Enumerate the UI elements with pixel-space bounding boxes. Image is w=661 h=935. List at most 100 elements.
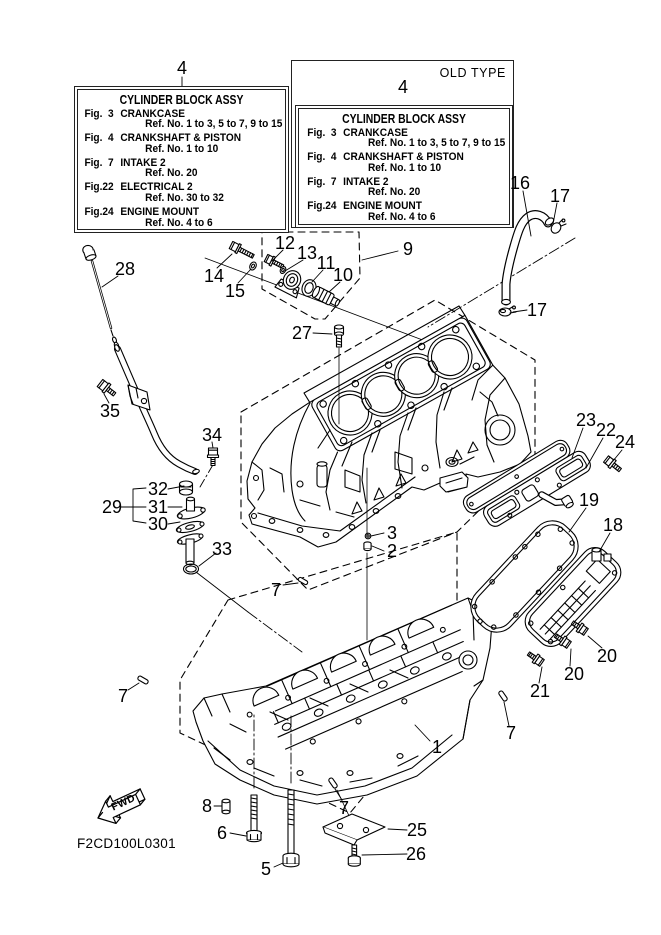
dowel-pin-7b xyxy=(137,675,149,685)
hose-clamp-17-lower xyxy=(498,305,517,317)
gasket-30 xyxy=(175,520,205,534)
bolt-27 xyxy=(333,324,345,425)
callout-35: 35 xyxy=(99,401,121,421)
callout-26: 26 xyxy=(405,844,427,864)
callout-32: 32 xyxy=(147,479,169,499)
bolt-24 xyxy=(602,455,622,473)
fig-name: CRANKCASE xyxy=(120,107,185,120)
fig-number: Fig. 4 xyxy=(84,132,114,145)
grommet-32 xyxy=(178,480,194,496)
bolt-6 xyxy=(245,794,263,843)
callout-24: 24 xyxy=(614,432,636,452)
callout-31: 31 xyxy=(147,497,169,517)
bolt-20a xyxy=(570,620,589,636)
fig-name: INTAKE 2 xyxy=(343,175,389,188)
callout-15: 15 xyxy=(224,281,246,301)
fig-name: CRANKSHAFT & PISTON xyxy=(343,151,464,164)
coupling-10 xyxy=(311,285,341,307)
bolt-14 xyxy=(228,240,255,259)
fig-ref: Ref. No. 1 to 10 xyxy=(368,161,442,174)
breather-gasket-19 xyxy=(470,520,579,633)
callout-22: 22 xyxy=(595,420,617,440)
callout-3: 3 xyxy=(386,523,398,543)
fig-ref: Ref. No. 4 to 6 xyxy=(145,216,213,229)
bolt-20b xyxy=(553,633,572,649)
callout-1: 1 xyxy=(431,737,443,757)
collar-8 xyxy=(221,798,231,815)
bolt-21 xyxy=(526,651,545,667)
dowel-pin-7a xyxy=(297,576,309,586)
pickup-tube xyxy=(176,533,204,566)
dowel-pin-7d xyxy=(328,777,338,789)
callout-10: 10 xyxy=(332,265,354,285)
callout-25: 25 xyxy=(406,820,428,840)
fig-number: Fig.22 xyxy=(84,181,114,194)
center-lines xyxy=(199,237,576,653)
callout-4: 4 xyxy=(176,58,188,78)
callout-7: 7 xyxy=(505,723,517,743)
callout-7: 7 xyxy=(270,580,282,600)
callout-29: 29 xyxy=(101,497,123,517)
callout-27: 27 xyxy=(291,323,313,343)
callout-19: 19 xyxy=(578,490,600,510)
callout-4-old: 4 xyxy=(397,77,409,97)
dashed-boundary-oil-seal-group xyxy=(261,231,361,320)
fig-ref: Ref. No. 20 xyxy=(145,167,198,180)
info-box-title: CYLINDER BLOCK ASSY xyxy=(342,111,466,126)
fig-ref: Ref. No. 1 to 3, 5 to 7, 9 to 15 xyxy=(145,118,283,131)
fitting-31 xyxy=(176,496,206,520)
fig-name: CRANKCASE xyxy=(343,126,408,139)
washer-3 xyxy=(364,532,372,540)
fwd-arrow xyxy=(97,788,146,824)
info-box-title: CYLINDER BLOCK ASSY xyxy=(119,92,244,107)
breather-cover-18 xyxy=(524,547,622,647)
oil-pump-housing xyxy=(274,270,302,299)
fig-number: Fig.24 xyxy=(307,200,337,213)
leader-lines xyxy=(101,76,623,868)
callout-14: 14 xyxy=(203,266,225,286)
fig-number: Fig. 3 xyxy=(307,126,337,139)
fig-number: Fig. 3 xyxy=(84,107,114,120)
fig-ref: Ref. No. 1 to 3, 5 to 7, 9 to 15 xyxy=(368,137,506,150)
fig-ref: Ref. No. 30 to 32 xyxy=(145,192,224,205)
callout-6: 6 xyxy=(216,823,228,843)
plate-25-line xyxy=(336,789,351,819)
fig-ref: Ref. No. 4 to 6 xyxy=(368,211,436,224)
pickup-line xyxy=(195,571,249,613)
dipstick-guide-tube xyxy=(114,344,200,475)
bolt-26 xyxy=(347,844,361,867)
fig-name: ELECTRICAL 2 xyxy=(120,181,193,194)
callout-2: 2 xyxy=(386,541,398,561)
plug-2 xyxy=(363,541,372,552)
anode-plate-25 xyxy=(322,813,386,846)
fig-ref: Ref. No. 20 xyxy=(368,186,421,199)
callout-9: 9 xyxy=(402,239,414,259)
hose-clamp-17-upper xyxy=(550,218,567,234)
callout-7: 7 xyxy=(338,798,350,818)
old-type-label: OLD TYPE xyxy=(439,66,506,80)
callout-8: 8 xyxy=(201,796,213,816)
bolt-35 xyxy=(96,378,117,397)
callout-20: 20 xyxy=(596,646,618,666)
fig-number: Fig. 4 xyxy=(307,151,337,164)
callout-17: 17 xyxy=(526,300,548,320)
callout-13: 13 xyxy=(296,243,318,263)
callout-12: 12 xyxy=(274,233,296,253)
callout-34: 34 xyxy=(201,425,223,445)
callout-33: 33 xyxy=(211,539,233,559)
fig-name: ENGINE MOUNT xyxy=(120,205,200,218)
callout-20: 20 xyxy=(563,664,585,684)
fig-name: ENGINE MOUNT xyxy=(343,200,422,213)
